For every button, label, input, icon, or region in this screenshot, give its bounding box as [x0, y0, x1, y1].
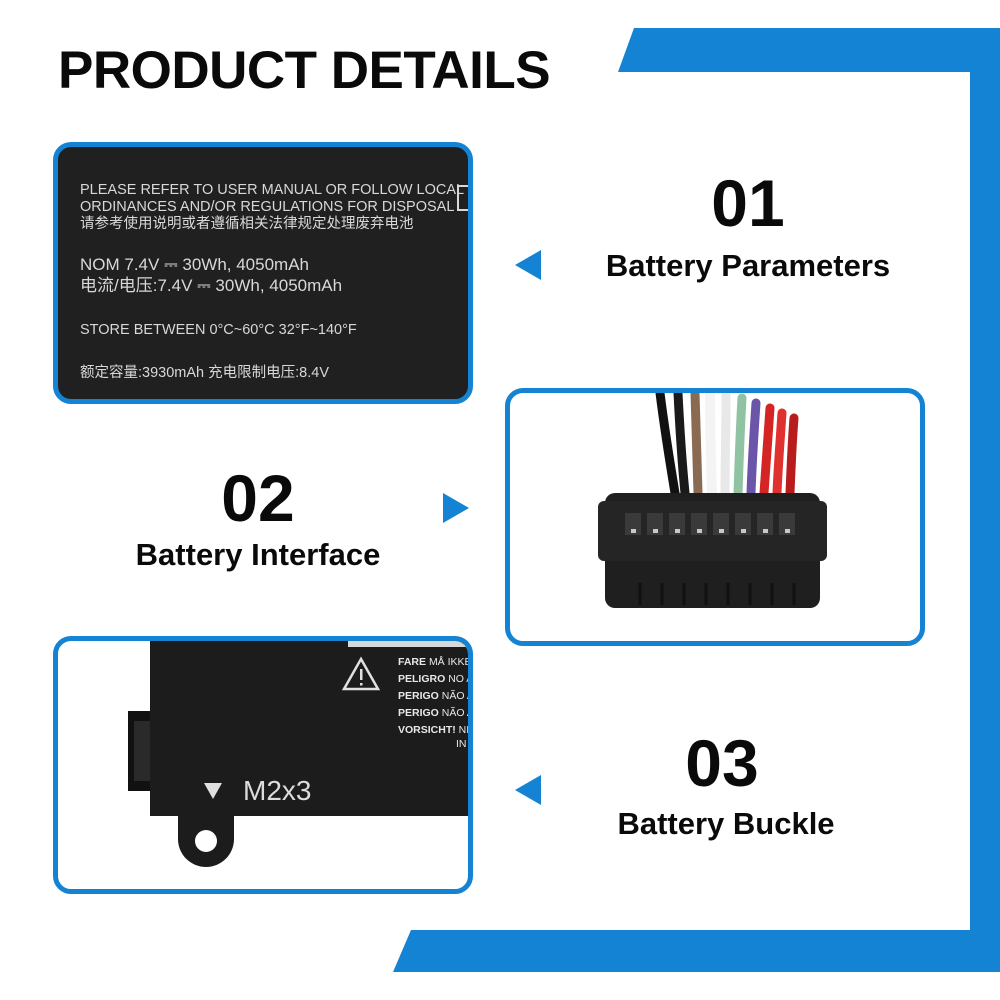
- label-rated: 额定容量:3930mAh 充电限制电压:8.4V: [80, 365, 329, 381]
- section-number-02: 02: [221, 461, 295, 535]
- screw-size-label: M2x3: [243, 775, 312, 806]
- blue-frame-top: [618, 28, 1000, 72]
- label-nom-en: NOM 7.4V ⎓ 30Wh, 4050mAh: [80, 255, 309, 274]
- section-caption-02: Battery Interface: [135, 537, 381, 572]
- connector-illustration: [598, 393, 827, 608]
- label-nom-cn: 电流/电压:7.4V ⎓ 30Wh, 4050mAh: [80, 276, 343, 295]
- page-title: PRODUCT DETAILS: [58, 41, 551, 100]
- warning-text-4: PERIGO NÃO A: [398, 707, 473, 719]
- warning-text-1: FARE MÅ IKKE: [398, 656, 472, 668]
- recycle-mark-icon: [457, 185, 468, 211]
- section-number-01: 01: [711, 166, 785, 240]
- label-store: STORE BETWEEN 0°C~60°C 32°F~140°F: [80, 322, 357, 338]
- warning-text-6: IN: [456, 738, 467, 750]
- blue-frame-bottom: [393, 930, 1000, 972]
- blue-frame-right: [970, 28, 1000, 972]
- label-line-3: 请参考使用说明或者遵循相关法律规定处理废弃电池: [80, 216, 414, 232]
- arrow-left-icon: [515, 250, 541, 280]
- battery-buckle-image: FARE MÅ IKKE PELIGRO NO A PERIGO NÃO A P…: [53, 636, 473, 894]
- section-caption-01: Battery Parameters: [605, 248, 891, 283]
- arrow-left-icon: [515, 775, 541, 805]
- section-number-03: 03: [685, 726, 759, 800]
- warning-text-2: PELIGRO NO A: [398, 673, 473, 685]
- section-caption-03: Battery Buckle: [617, 806, 835, 841]
- battery-label-image: PLEASE REFER TO USER MANUAL OR FOLLOW LO…: [53, 142, 473, 404]
- buckle-illustration: [128, 641, 468, 867]
- battery-interface-image: [505, 388, 925, 646]
- warning-text-3: PERIGO NÃO A: [398, 690, 473, 702]
- arrow-right-icon: [443, 493, 469, 523]
- label-line-2: ORDINANCES AND/OR REGULATIONS FOR DISPOS…: [80, 199, 455, 215]
- label-line-1: PLEASE REFER TO USER MANUAL OR FOLLOW LO…: [80, 182, 465, 198]
- warning-text-5: VORSICHT! NIC: [398, 724, 470, 736]
